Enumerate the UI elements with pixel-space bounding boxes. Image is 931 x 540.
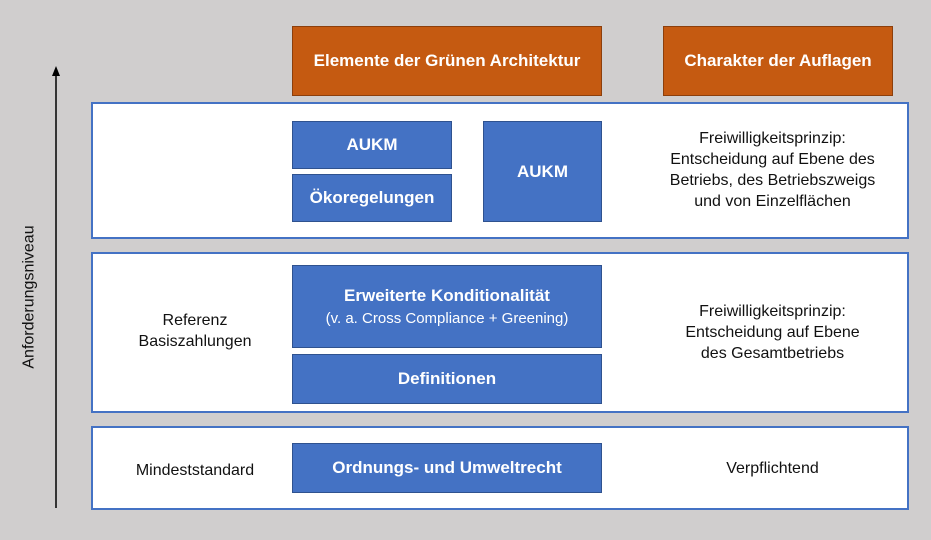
box-law: Ordnungs- und Umweltrecht (292, 443, 602, 493)
character-bottom: Verpflichtend (726, 459, 819, 477)
label-middle-line: Referenz (162, 312, 228, 329)
box-definitions: Definitionen (292, 354, 602, 404)
character-middle-line: des Gesamtbetriebs (700, 345, 845, 362)
box-aukm-right: AUKM (483, 121, 602, 222)
character-top-line: Entscheidung auf Ebene des (670, 151, 875, 168)
character-top-line: Freiwilligkeitsprinzip: (699, 130, 846, 147)
character-middle-line: Freiwilligkeitsprinzip: (699, 303, 846, 320)
axis-arrow (52, 66, 60, 508)
character-middle: Freiwilligkeitsprinzip: Entscheidung auf… (640, 295, 905, 370)
box-conditionality-subtitle: (v. a. Cross Compliance + Greening) (325, 310, 569, 327)
box-conditionality: Erweiterte Konditionalität (v. a. Cross … (292, 265, 602, 348)
character-middle-line: Entscheidung auf Ebene (685, 324, 860, 341)
box-aukm-left: AUKM (292, 121, 452, 169)
header-requirements: Charakter der Auflagen (663, 26, 893, 96)
character-top-line: Betriebs, des Betriebszweigs (669, 172, 876, 189)
label-middle-line: Basiszahlungen (138, 333, 252, 350)
header-elements: Elemente der Grünen Architektur (292, 26, 602, 96)
label-bottom: Mindeststandard (135, 461, 255, 479)
axis-label: Anforderungsniveau (21, 225, 38, 369)
box-oekoregelungen: Ökoregelungen (292, 174, 452, 222)
character-top-line: und von Einzelflächen (694, 193, 851, 210)
box-conditionality-title: Erweiterte Konditionalität (344, 286, 550, 305)
character-top: Freiwilligkeitsprinzip: Entscheidung auf… (640, 118, 905, 222)
label-middle: Referenz Basiszahlungen (100, 306, 290, 356)
